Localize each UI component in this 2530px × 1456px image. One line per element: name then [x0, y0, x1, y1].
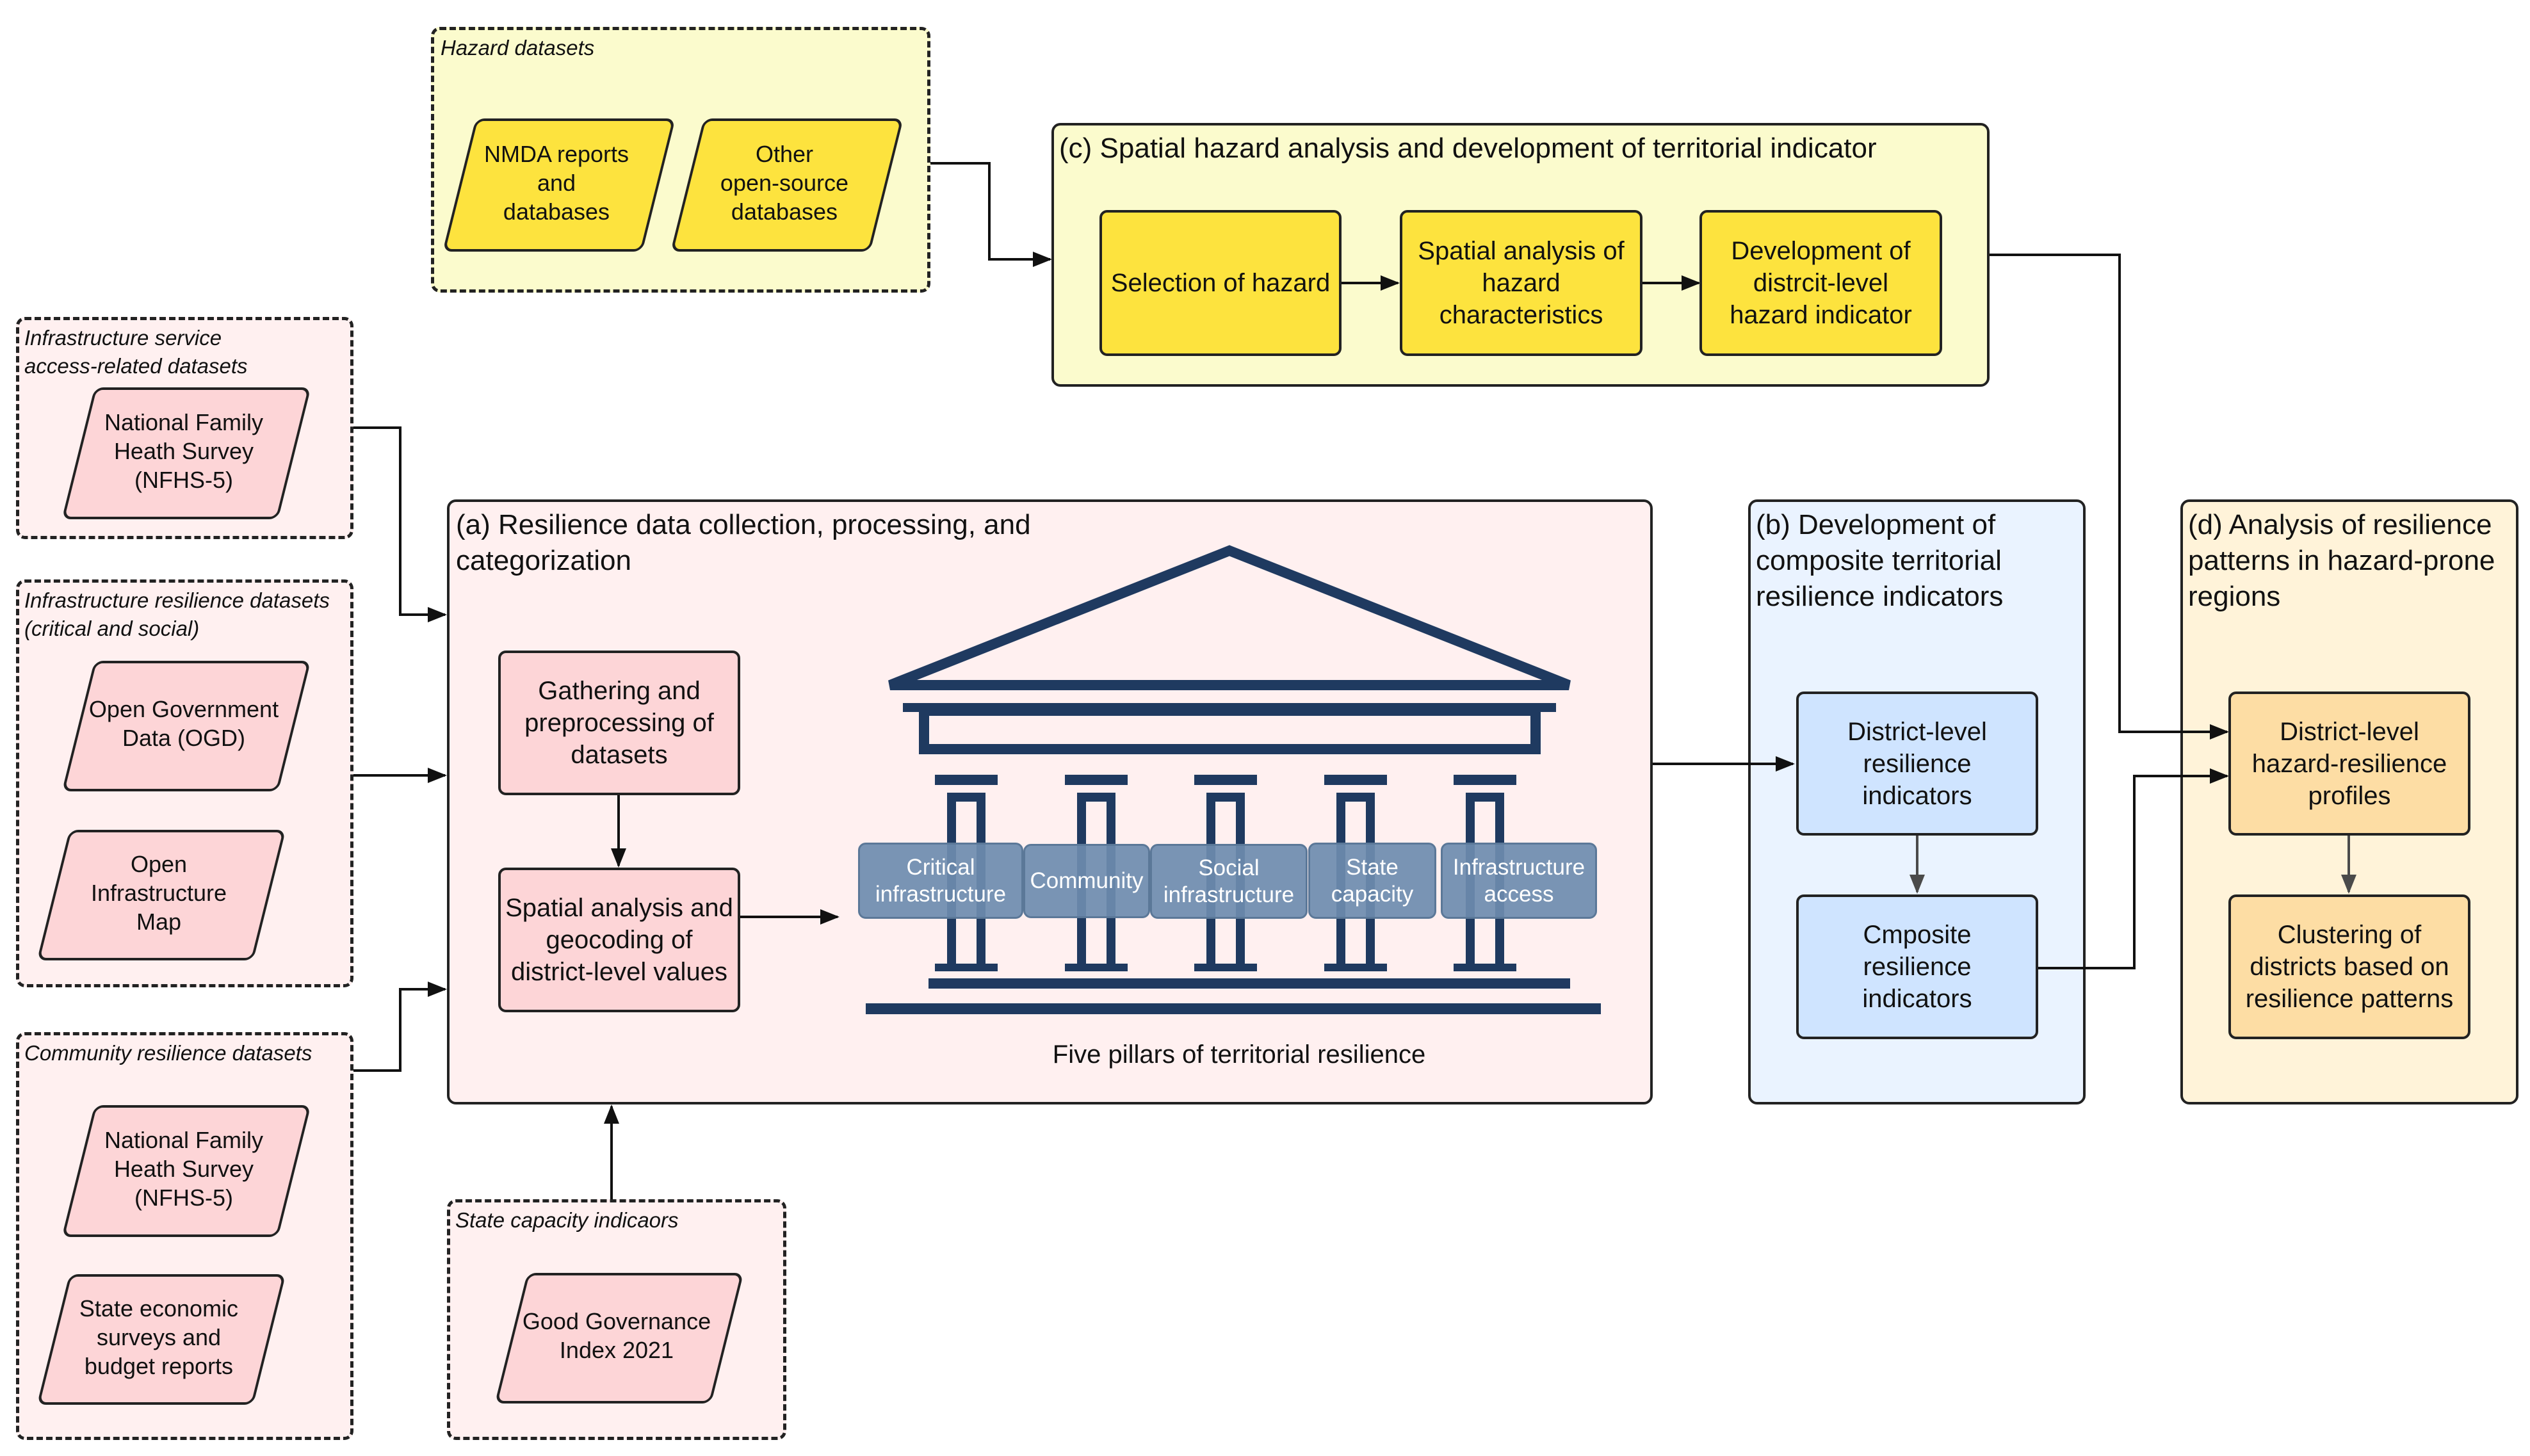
panel-d-title: (d) Analysis of resilience patterns in h… [2188, 509, 2495, 612]
box-spatial-analysis-hazard: Spatial analysis of hazard characteristi… [1400, 210, 1642, 356]
dataset-label: State economic surveys and budget report… [79, 1295, 239, 1379]
arrow-community-to-a [353, 982, 447, 1072]
dataset-label: Good Governance Index 2021 [522, 1308, 711, 1363]
temple-roof [888, 545, 1571, 690]
temple-caption: Five pillars of territorial resilience [1052, 1040, 1426, 1069]
dataset-open-infrastructure-map: Open Infrastructure Map [36, 830, 286, 960]
pillar-critical-infrastructure: Critical infrastructure [858, 843, 1023, 919]
panel-b-title: (b) Development of composite territorial… [1756, 509, 2004, 612]
pillar-infrastructure-access: Infrastructure access [1441, 843, 1597, 919]
pillar-state-capacity: State capacity [1308, 843, 1436, 919]
group-label: Infrastructure resilience datasets (crit… [24, 588, 330, 640]
arrow-hazard-to-c [930, 162, 1052, 267]
arrow-b-to-d [2038, 768, 2229, 969]
dataset-label: Open Government Data (OGD) [88, 696, 279, 751]
dataset-ogd: Open Government Data (OGD) [61, 661, 311, 791]
box-spatial-analysis-geocoding: Spatial analysis and geocoding of distri… [498, 868, 740, 1012]
box-district-hazard-indicator: Development of distrcit-level hazard ind… [1699, 210, 1942, 356]
panel-c-title: (c) Spatial hazard analysis and developm… [1059, 133, 1877, 164]
group-label: Hazard datasets [441, 36, 595, 60]
group-label: State capacity indicaors [455, 1208, 679, 1232]
dataset-label: National Family Heath Survey (NFHS-5) [104, 1126, 264, 1211]
pillar-community: Community [1023, 844, 1150, 918]
box-clustering-districts: Clustering of districts based on resilie… [2228, 894, 2470, 1039]
dataset-label: NMDA reports and databases [483, 140, 629, 225]
dataset-good-governance-index: Good Governance Index 2021 [494, 1273, 744, 1403]
dataset-state-economic-surveys: State economic surveys and budget report… [36, 1274, 286, 1405]
box-composite-resilience-indicators: Cmposite resilience indicators [1796, 894, 2038, 1039]
dataset-label: Other open-source databases [720, 140, 849, 225]
dataset-label: Open Infrastructure Map [90, 850, 227, 935]
box-selection-of-hazard: Selection of hazard [1099, 210, 1342, 356]
dataset-nfhs5-community: National Family Heath Survey (NFHS-5) [61, 1105, 311, 1237]
arrow-c-to-d [1990, 254, 2229, 740]
group-label: Community resilience datasets [24, 1041, 312, 1065]
panel-a-title: (a) Resilience data collection, processi… [456, 509, 1031, 576]
temple-step-lower [866, 1003, 1601, 1014]
group-label: Infrastructure service access-related da… [24, 326, 248, 378]
box-district-resilience-indicators: District-level resilience indicators [1796, 692, 2038, 836]
dataset-other-open-source: Other open-source databases [670, 118, 904, 252]
temple-step-upper [928, 978, 1570, 989]
dataset-label: National Family Heath Survey (NFHS-5) [104, 408, 264, 493]
box-hazard-resilience-profiles: District-level hazard-resilience profile… [2228, 692, 2470, 836]
pillar-social-infrastructure: Social infrastructure [1150, 844, 1308, 919]
box-gathering-preprocessing: Gathering and preprocessing of datasets [498, 651, 740, 795]
dataset-nmda: NMDA reports and databases [442, 118, 676, 252]
dataset-nfhs5-service: National Family Heath Survey (NFHS-5) [61, 387, 311, 519]
arrow-infra-service-to-a [353, 426, 447, 622]
temple-beam [903, 703, 1556, 712]
